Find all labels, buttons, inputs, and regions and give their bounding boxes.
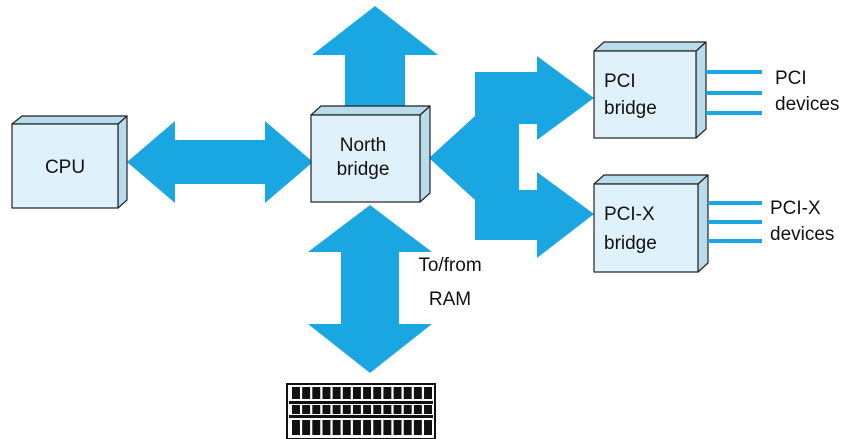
ram-chip <box>413 420 422 435</box>
ram-chip <box>322 405 331 414</box>
north-bridge-label-line1: North <box>340 135 386 156</box>
ram-chip <box>292 420 300 435</box>
ram-chip <box>363 420 372 435</box>
ram-chip <box>352 405 361 414</box>
pci-device-lines <box>706 70 762 115</box>
ram-chip <box>352 387 361 399</box>
ram-chip <box>302 405 311 414</box>
pci-bridge-label-line2: bridge <box>604 98 657 119</box>
ram-chip <box>413 405 422 414</box>
ram-label-line1: To/from <box>418 255 481 276</box>
ram-chip <box>302 387 311 399</box>
ram-module-icon <box>286 383 436 439</box>
pci-devices-label-line1: PCI <box>775 68 807 89</box>
ram-chip <box>312 420 321 435</box>
ram-chip <box>302 420 311 435</box>
ram-chip <box>383 405 392 414</box>
ram-chip <box>363 405 372 414</box>
ram-chip <box>373 420 382 435</box>
ram-chip <box>322 420 331 435</box>
pci-devices-label-line2: devices <box>775 94 839 115</box>
pcix-bridge-box: PCI-X bridge <box>593 174 709 273</box>
ram-chip <box>403 420 412 435</box>
ram-chip <box>383 387 392 399</box>
bridge-fan-arrow <box>429 56 594 258</box>
ram-chip <box>352 420 361 435</box>
ram-arrow <box>308 205 432 373</box>
connectors <box>127 6 594 373</box>
ram-chip <box>342 405 351 414</box>
ram-chip <box>342 420 351 435</box>
ram-chip <box>424 405 432 414</box>
ram-chip <box>312 387 321 399</box>
pci-bridge-label-line1: PCI <box>604 71 636 92</box>
ram-chip <box>312 405 321 414</box>
cpu-north-bridge-arrow <box>127 121 313 203</box>
pcix-devices-label-line2: devices <box>770 224 834 245</box>
ram-chip <box>413 387 422 399</box>
ram-chip <box>322 387 331 399</box>
ram-chip <box>342 387 351 399</box>
ram-chip <box>424 387 432 399</box>
ram-label-line2: RAM <box>429 289 471 310</box>
ram-chip <box>332 405 341 414</box>
pcix-bridge-label-line1: PCI-X <box>604 204 655 225</box>
ram-chip <box>383 420 392 435</box>
ram-chip <box>332 420 341 435</box>
cpu-box: CPU <box>11 115 128 209</box>
pcix-bridge-label-line2: bridge <box>604 233 657 254</box>
north-bridge-label-line2: bridge <box>337 159 390 180</box>
ram-chip <box>403 387 412 399</box>
ram-chip <box>373 405 382 414</box>
north-bridge-box: North bridge <box>310 105 431 203</box>
ram-chip <box>424 420 432 435</box>
ram-chip <box>332 387 341 399</box>
ram-chip <box>393 420 402 435</box>
cpu-label: CPU <box>45 157 85 178</box>
ram-chip <box>292 405 300 414</box>
ram-chip <box>363 387 372 399</box>
ram-chip <box>373 387 382 399</box>
ram-chip <box>393 387 402 399</box>
up-arrow <box>312 6 438 107</box>
ram-chip <box>292 387 300 399</box>
ram-chip <box>393 405 402 414</box>
pcix-devices-label-line1: PCI-X <box>770 198 821 219</box>
ram-chip <box>403 405 412 414</box>
pci-bridge-box: PCI bridge <box>593 41 707 139</box>
pcix-device-lines <box>708 201 762 243</box>
